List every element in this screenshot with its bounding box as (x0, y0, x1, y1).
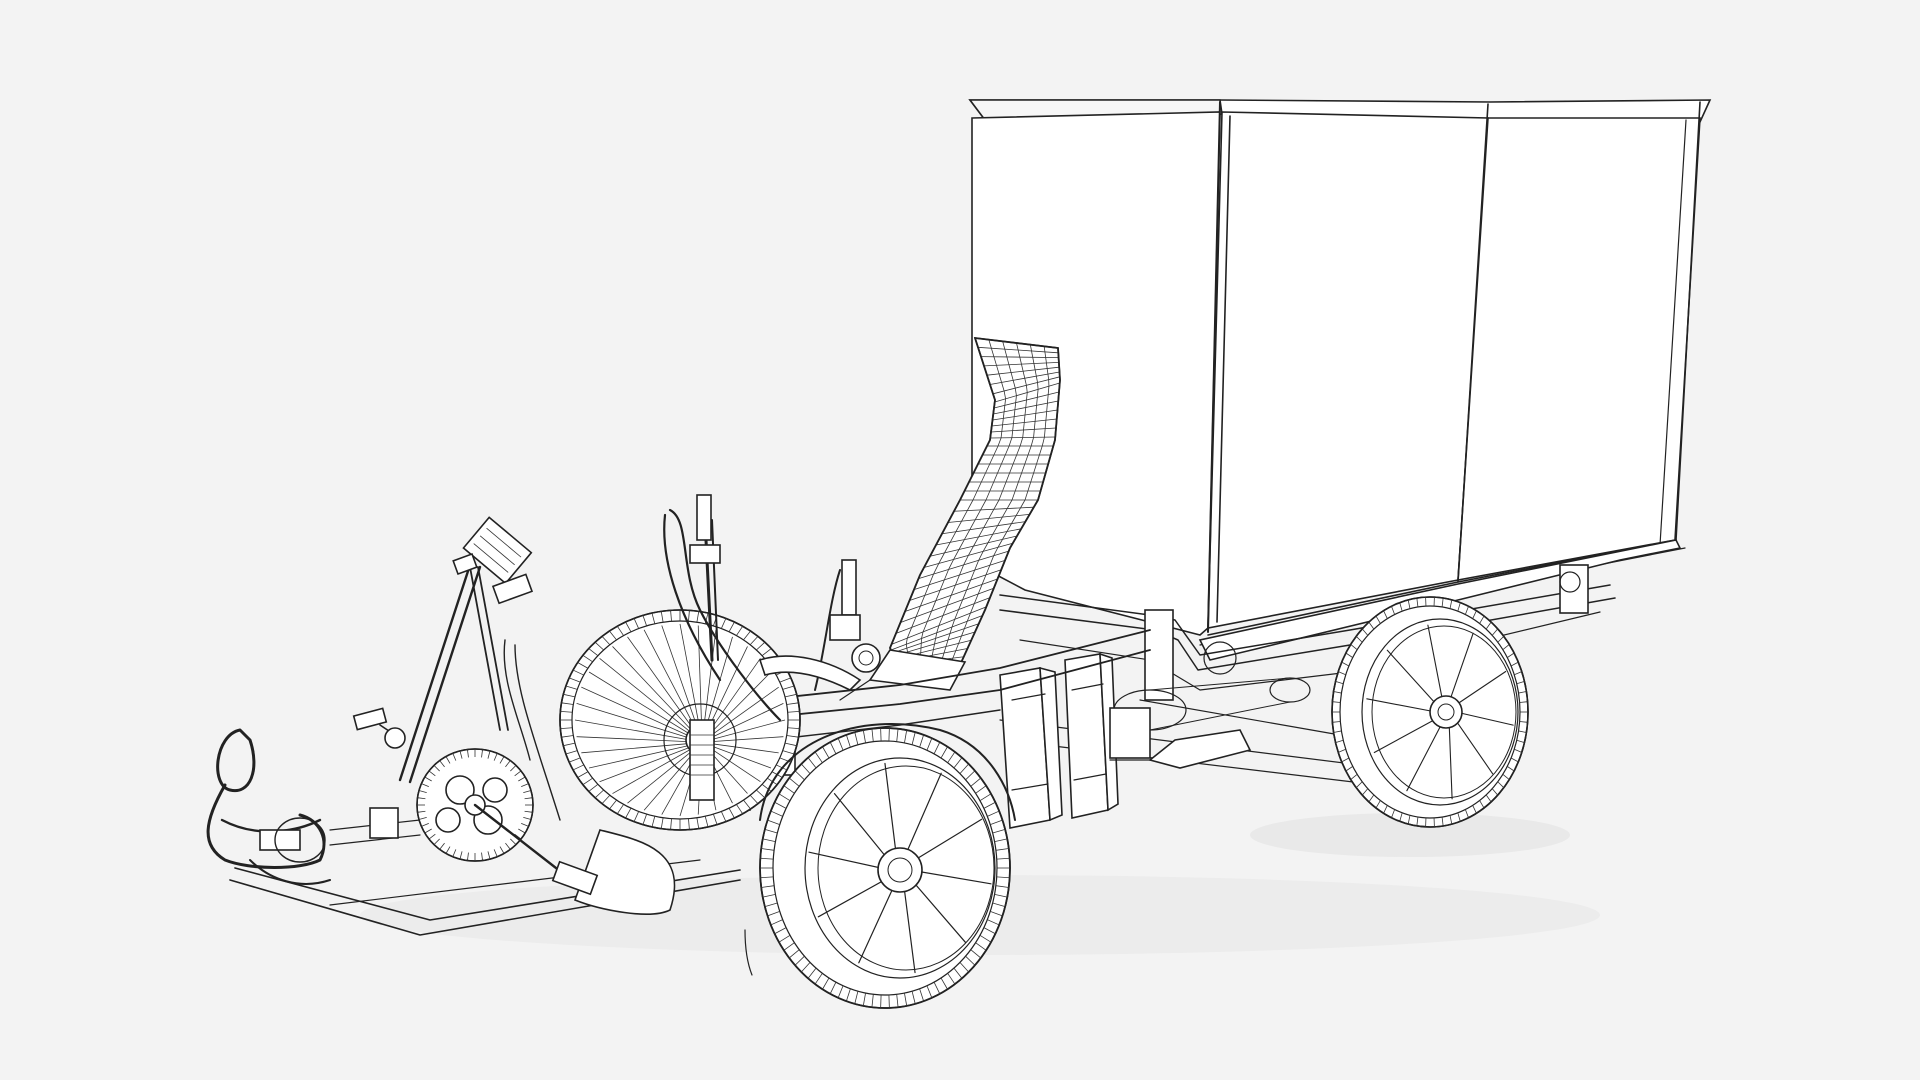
handlebar-assembly (663, 494, 881, 801)
rear-chassis (999, 564, 1616, 791)
battery-packs (999, 652, 1151, 829)
cargo-box (968, 99, 1712, 661)
seat-back (839, 337, 1061, 701)
rear-wheel (1331, 596, 1529, 828)
front-boom (206, 516, 741, 936)
middle-wheel (559, 609, 801, 831)
front-wheel (744, 723, 1016, 1009)
